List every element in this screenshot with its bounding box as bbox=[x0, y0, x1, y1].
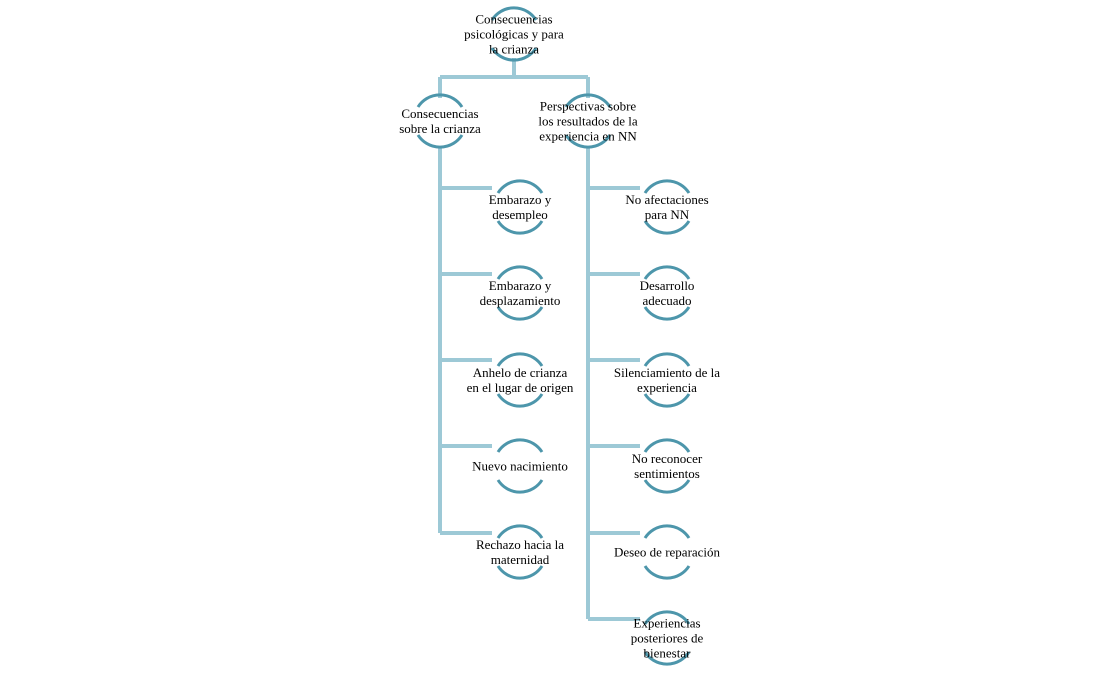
node-left-branch: Consecuencias sobre la crianza bbox=[399, 106, 481, 136]
node-right-child-2-bottom-arc bbox=[643, 306, 691, 321]
node-root-top-arc bbox=[490, 6, 538, 21]
node-left-child-1-bottom-arc bbox=[496, 220, 544, 235]
node-right-child-4: No reconocer sentimientos bbox=[631, 451, 703, 481]
connectors bbox=[438, 58, 640, 621]
node-right-branch-bottom-arc bbox=[564, 134, 612, 149]
node-right-child-1-bottom-arc bbox=[643, 220, 691, 235]
node-right-child-6-bottom-arc bbox=[643, 651, 691, 666]
node-right-child-2: Desarrollo adecuado bbox=[639, 278, 695, 308]
node-right-child-5: Deseo de reparación bbox=[613, 544, 721, 560]
node-left-child-2-bottom-arc bbox=[496, 306, 544, 321]
node-root: Consecuencias psicológicas y para la cri… bbox=[464, 11, 564, 57]
node-right-child-5-top-arc bbox=[643, 524, 691, 539]
node-right-child-6-top-arc bbox=[643, 610, 691, 625]
node-root-bottom-arc bbox=[490, 47, 538, 62]
node-left-child-3-top-arc bbox=[496, 352, 544, 367]
node-left-child-5-bottom-arc bbox=[496, 565, 544, 580]
node-left-child-1-top-arc bbox=[496, 179, 544, 194]
node-right-branch: Perspectivas sobre los resultados de la … bbox=[538, 98, 638, 144]
node-right-child-2-top-arc bbox=[643, 265, 691, 280]
node-right-child-3-bottom-arc bbox=[643, 393, 691, 408]
node-left-child-4-bottom-arc bbox=[496, 479, 544, 494]
node-right-child-1-top-arc bbox=[643, 179, 691, 194]
node-left-child-2-top-arc bbox=[496, 265, 544, 280]
node-left-child-5-top-arc bbox=[496, 524, 544, 539]
node-left-child-1: Embarazo y desempleo bbox=[488, 192, 552, 222]
node-left-branch-bottom-arc bbox=[416, 134, 464, 149]
node-right-child-5-bottom-arc bbox=[643, 565, 691, 580]
node-left-child-2: Embarazo y desplazamiento bbox=[479, 278, 561, 308]
node-left-child-3: Anhelo de crianza en el lugar de origen bbox=[466, 365, 574, 395]
node-right-branch-top-arc bbox=[564, 93, 612, 108]
node-left-child-4-top-arc bbox=[496, 438, 544, 453]
node-right-child-4-top-arc bbox=[643, 438, 691, 453]
node-right-child-3: Silenciamiento de la experiencia bbox=[613, 365, 721, 395]
node-right-child-4-bottom-arc bbox=[643, 479, 691, 494]
node-right-child-3-top-arc bbox=[643, 352, 691, 367]
node-left-child-5: Rechazo hacia la maternidad bbox=[475, 537, 565, 567]
node-left-child-4: Nuevo nacimiento bbox=[472, 458, 568, 474]
node-right-child-1: No afectaciones para NN bbox=[625, 192, 709, 222]
node-left-branch-top-arc bbox=[416, 93, 464, 108]
node-left-child-3-bottom-arc bbox=[496, 393, 544, 408]
node-right-child-6: Experiencias posteriores de bienestar bbox=[630, 615, 704, 661]
node-arcs bbox=[416, 6, 691, 666]
